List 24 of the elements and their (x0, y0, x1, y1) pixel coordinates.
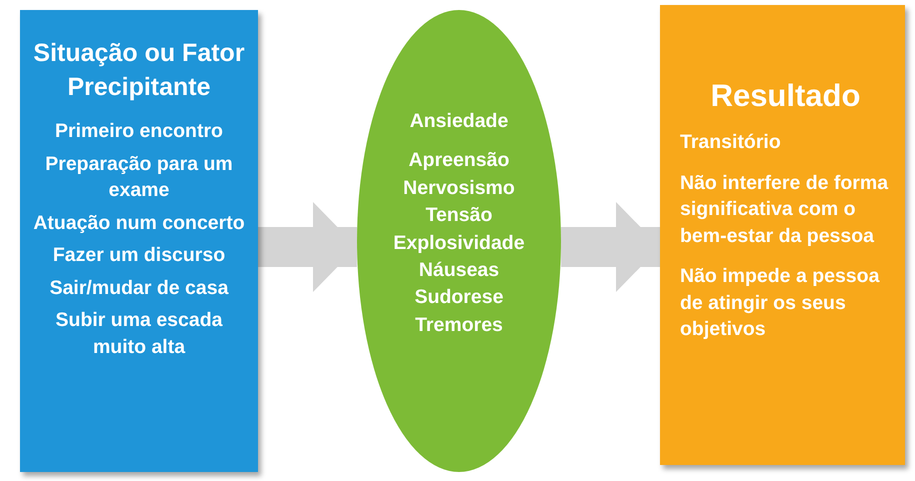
panel-box (660, 5, 905, 465)
list-item: Subir uma escada muito alta (54, 308, 224, 360)
heading: Situação ou Fator Precipitante (32, 38, 246, 103)
arrow (561, 202, 660, 292)
list-item: Atuação num concerto (32, 210, 246, 236)
list-item: Apreensão (408, 149, 510, 173)
list-item: Preparação para um exame (44, 152, 234, 204)
list-item: Transitório (680, 130, 782, 156)
list-item: Fazer um discurso (52, 243, 226, 268)
list-item: Não interfere de forma significativa com o bem-estar da pessoa (680, 170, 890, 249)
list-item: Sudorese (414, 286, 504, 310)
list-item: Tremores (414, 314, 504, 338)
list-item: Primeiro encontro (54, 119, 224, 144)
list-item: Explosividade (392, 232, 526, 255)
list-item: Tensão (424, 204, 494, 228)
heading: Resultado (710, 77, 862, 115)
list-item: Sair/mudar de casa (48, 276, 230, 301)
list-item: Nervosismo (402, 176, 516, 200)
heading: Ansiedade (408, 110, 510, 134)
ellipse-node (357, 10, 561, 472)
arrow (258, 202, 357, 292)
list-item: Não impede a pessoa de atingir os seus objetivos (680, 264, 881, 342)
list-item: Náuseas (418, 258, 500, 282)
panel-box (20, 10, 258, 472)
